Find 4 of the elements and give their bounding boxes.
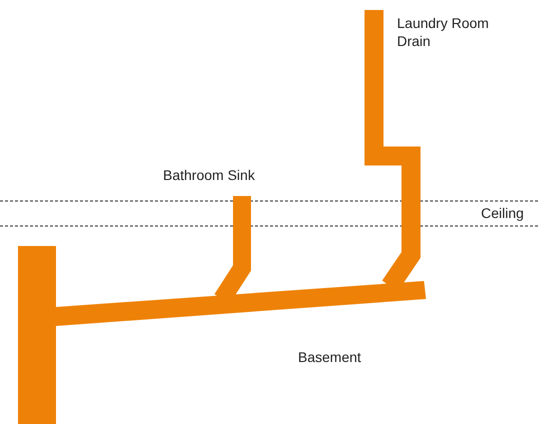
label-text: Laundry Room Drain xyxy=(397,14,490,50)
label-text: Ceiling xyxy=(481,204,524,222)
label-text: Basement xyxy=(298,348,362,366)
label-text: Bathroom Sink xyxy=(163,166,255,184)
